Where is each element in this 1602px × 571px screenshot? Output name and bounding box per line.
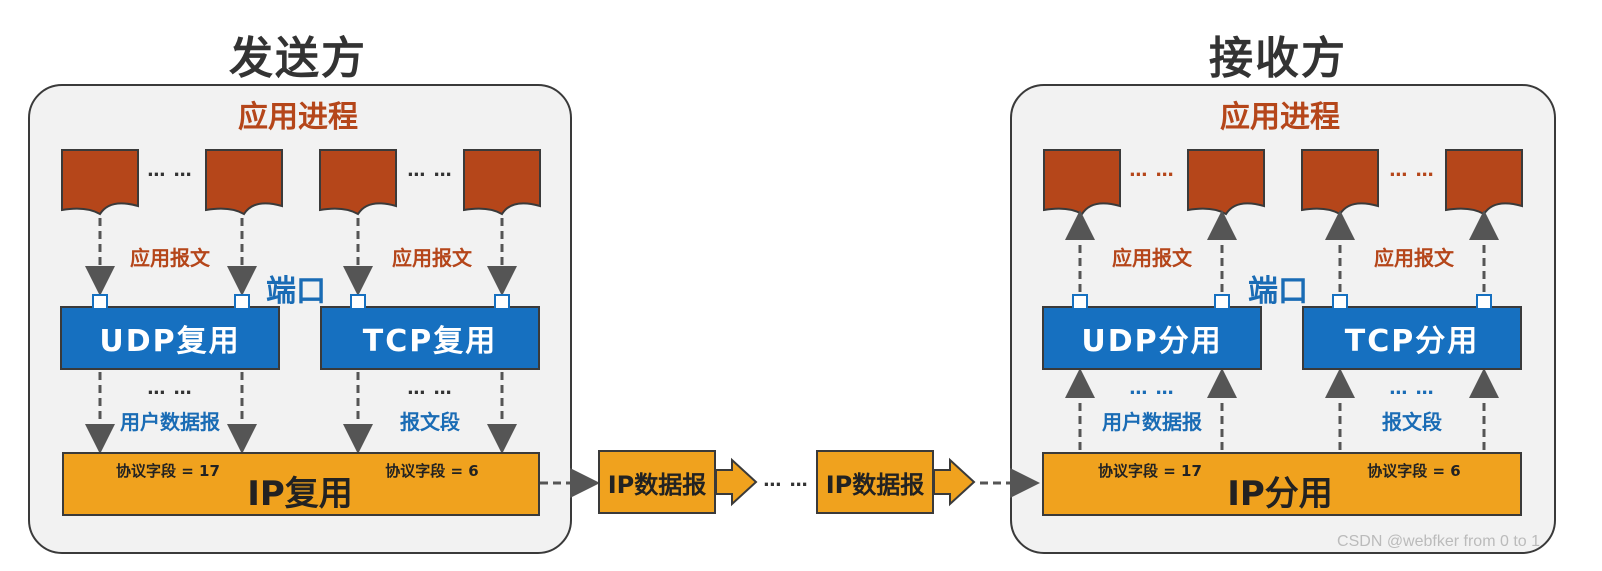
sender-ip-mux [62, 452, 540, 516]
sender-proc-dots-left: … … [147, 160, 193, 181]
sender-proto-right: 协议字段 = 6 [385, 462, 479, 480]
receiver-port-1 [1072, 294, 1088, 310]
receiver-ip-demux [1042, 452, 1522, 516]
receiver-process-4 [1445, 149, 1523, 216]
receiver-udp-datagram-label: 用户数据报 [1102, 410, 1202, 434]
receiver-app-msg-right: 应用报文 [1374, 246, 1454, 270]
sender-tcp-dots: … … [407, 378, 453, 399]
sender-tcp-segment-label: 报文段 [400, 410, 460, 434]
receiver-process-3 [1301, 149, 1379, 216]
sender-process-1 [61, 149, 139, 216]
receiver-tcp-demux: TCP分用 [1302, 306, 1522, 370]
watermark: CSDN @webfker from 0 to 1 [1337, 533, 1540, 550]
transit-datagram-2: IP数据报 [816, 450, 934, 514]
sender-process-2 [205, 149, 283, 216]
sender-ip-label: IP复用 [247, 474, 353, 514]
sender-port-2 [234, 294, 250, 310]
receiver-proc-dots-right: … … [1389, 160, 1435, 181]
transit-dots: … … [763, 470, 809, 491]
datagram-1-arrow-icon [715, 457, 758, 507]
sender-port-1 [92, 294, 108, 310]
sender-port-4 [494, 294, 510, 310]
receiver-proto-left: 协议字段 = 17 [1098, 462, 1202, 480]
receiver-proto-right: 协议字段 = 6 [1367, 462, 1461, 480]
receiver-ip-label: IP分用 [1227, 474, 1333, 514]
sender-tcp-mux: TCP复用 [320, 306, 540, 370]
sender-title: 发送方 [229, 33, 367, 84]
receiver-udp-dots: … … [1129, 378, 1175, 399]
sender-process-3 [319, 149, 397, 216]
sender-port-3 [350, 294, 366, 310]
receiver-process-2 [1187, 149, 1265, 216]
receiver-tcp-dots: … … [1389, 378, 1435, 399]
sender-app-process-label: 应用进程 [238, 100, 358, 135]
sender-udp-dots: … … [147, 378, 193, 399]
sender-udp-mux: UDP复用 [60, 306, 280, 370]
sender-proto-left: 协议字段 = 17 [116, 462, 220, 480]
transit-datagram-1: IP数据报 [598, 450, 716, 514]
receiver-udp-demux: UDP分用 [1042, 306, 1262, 370]
receiver-port-label: 端口 [1248, 274, 1308, 309]
datagram-2-arrow-icon [933, 457, 976, 507]
receiver-process-1 [1043, 149, 1121, 216]
sender-app-msg-right: 应用报文 [392, 246, 472, 270]
receiver-port-4 [1476, 294, 1492, 310]
receiver-port-3 [1332, 294, 1348, 310]
sender-udp-datagram-label: 用户数据报 [120, 410, 220, 434]
receiver-tcp-segment-label: 报文段 [1382, 410, 1442, 434]
sender-app-msg-left: 应用报文 [130, 246, 210, 270]
sender-port-label: 端口 [266, 274, 326, 309]
receiver-app-process-label: 应用进程 [1220, 100, 1340, 135]
receiver-proc-dots-left: … … [1129, 160, 1175, 181]
receiver-title: 接收方 [1209, 33, 1347, 84]
receiver-port-2 [1214, 294, 1230, 310]
sender-proc-dots-right: … … [407, 160, 453, 181]
receiver-app-msg-left: 应用报文 [1112, 246, 1192, 270]
sender-process-4 [463, 149, 541, 216]
